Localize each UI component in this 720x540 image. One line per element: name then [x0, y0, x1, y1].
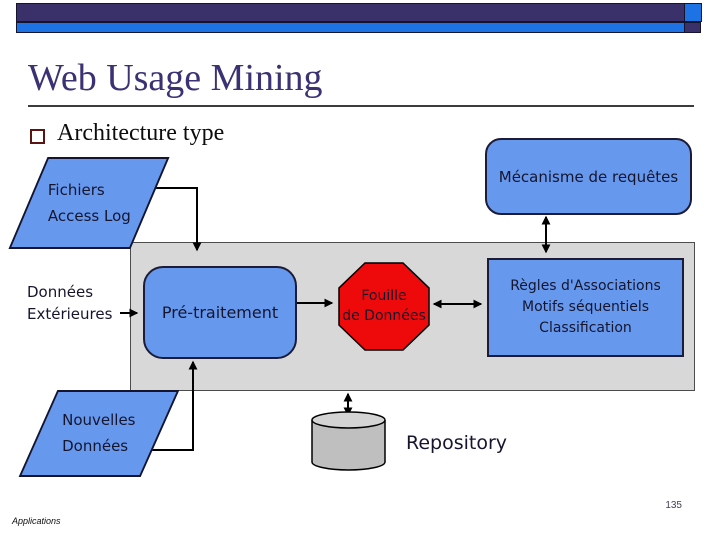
pretraitement-label: Pré-traitement: [161, 303, 279, 322]
repository-label: Repository: [406, 432, 508, 454]
connector-nouvelles-to-pretrait: [148, 360, 198, 451]
fouille-octagon-shape: [338, 262, 430, 351]
bullet-square-icon: [30, 129, 45, 144]
title-divider: [28, 105, 694, 107]
nouvelles-donnees-label: Nouvelles Données: [62, 411, 136, 456]
repository-cylinder-top: [311, 411, 386, 429]
regles-box: Règles d'Associations Motifs séquentiels…: [487, 258, 684, 357]
page-number: 135: [665, 500, 682, 511]
mecanisme-box: Mécanisme de requêtes: [485, 138, 692, 215]
slide-title: Web Usage Mining: [28, 57, 323, 99]
fouille-label: Fouille de Données: [342, 287, 426, 324]
regles-line3: Classification: [539, 320, 632, 336]
connector-accesslog-to-panel: [152, 187, 202, 252]
bullet-heading: Architecture type: [57, 120, 225, 146]
repository-cylinder-body: [311, 420, 386, 471]
header-bar-blue-cap: [684, 22, 701, 33]
regles-line2: Motifs séquentiels: [521, 299, 650, 315]
pretraitement-box: Pré-traitement: [143, 266, 297, 359]
footer-section-label: Applications: [12, 516, 61, 526]
mecanisme-label: Mécanisme de requêtes: [498, 167, 679, 186]
donnees-exterieures-label: Données Extérieures: [27, 283, 113, 323]
access-log-label: Fichiers Access Log: [47, 180, 131, 225]
regles-line1: Règles d'Associations: [510, 278, 661, 294]
header-bar-dark-cap: [684, 3, 702, 22]
